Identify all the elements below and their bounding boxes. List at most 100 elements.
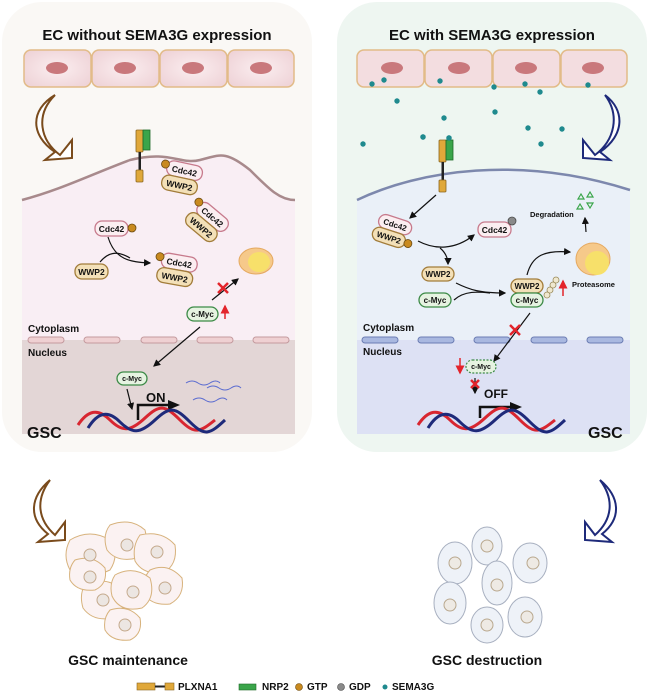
inhibit-x-icon bbox=[509, 324, 521, 336]
gsc-label: GSC bbox=[27, 425, 62, 442]
cytoplasm-label: Cytoplasm bbox=[363, 323, 414, 334]
translocation-arrow bbox=[153, 326, 201, 367]
svg-text:WWP2: WWP2 bbox=[426, 270, 451, 279]
degradation-label: Degradation bbox=[530, 210, 574, 219]
svg-text:Cdc42: Cdc42 bbox=[482, 225, 508, 235]
proteasome-icon bbox=[238, 247, 274, 275]
nucleus-label: Nucleus bbox=[363, 347, 402, 358]
right-panel: EC with SEMA3G expression bbox=[337, 2, 647, 668]
binding-arrow bbox=[126, 388, 135, 411]
gsc-label: GSC bbox=[588, 425, 623, 442]
plxna1-icon bbox=[136, 682, 156, 691]
dna-icon bbox=[416, 406, 567, 434]
inhibit-x-icon bbox=[470, 379, 480, 389]
ec-nucleus bbox=[448, 62, 470, 74]
endothelial-cells bbox=[356, 49, 628, 88]
curved-arrow-icon bbox=[582, 94, 621, 162]
outcome-label-destruction: GSC destruction bbox=[432, 652, 542, 668]
proteasome-label: Proteasome bbox=[572, 280, 615, 289]
left-panel: EC without SEMA3G expression bbox=[2, 2, 312, 668]
svg-text:c-Myc: c-Myc bbox=[516, 296, 539, 305]
gtp-hydrolysis-arrow bbox=[417, 234, 475, 248]
cdc42-wwp2-complex: Cdc42 WWP2 bbox=[160, 159, 204, 196]
cmyc-protein: c-Myc bbox=[418, 292, 452, 308]
legend-label-sema3g: SEMA3G bbox=[392, 682, 434, 693]
cell-membrane bbox=[21, 154, 296, 202]
cmyc-protein-reduced: c-Myc bbox=[465, 359, 497, 374]
cytoplasm-label: Cytoplasm bbox=[28, 324, 79, 335]
left-cytoplasm bbox=[22, 155, 295, 340]
on-label: ON bbox=[146, 390, 166, 405]
nuclear-envelope bbox=[27, 336, 290, 344]
cdc42-free: Cdc42 bbox=[477, 216, 517, 238]
curved-arrow-icon bbox=[33, 479, 66, 544]
svg-text:c-Myc: c-Myc bbox=[424, 296, 447, 305]
cdc42-wwp2-complex: Cdc42 WWP2 bbox=[371, 213, 413, 249]
receptor-icon bbox=[438, 135, 454, 193]
binding-arrow bbox=[453, 291, 491, 301]
gtp-icon bbox=[127, 223, 137, 233]
release-arrow bbox=[439, 247, 452, 266]
svg-text:WWP2: WWP2 bbox=[78, 267, 105, 277]
left-panel-title: EC without SEMA3G expression bbox=[42, 27, 271, 44]
binding-arrow bbox=[99, 252, 131, 263]
sema3g-molecules bbox=[360, 77, 591, 147]
legend-label-gdp: GDP bbox=[349, 682, 371, 693]
gtp-icon bbox=[403, 239, 413, 248]
transcription-arrowhead bbox=[168, 400, 180, 410]
degradation-arrow bbox=[581, 216, 590, 233]
mrna-icon bbox=[185, 380, 242, 403]
ec-nucleus bbox=[46, 62, 68, 74]
ec-nucleus bbox=[582, 62, 604, 74]
ubiquitin-chain-icon bbox=[543, 276, 560, 299]
wwp2-free: WWP2 bbox=[421, 266, 455, 282]
off-label: OFF bbox=[484, 387, 508, 401]
gsc-cluster-icon bbox=[65, 521, 183, 641]
gsc-scattered-icon bbox=[433, 526, 548, 644]
svg-text:PLXNA1: PLXNA1 bbox=[178, 682, 218, 693]
svg-text:Cdc42: Cdc42 bbox=[99, 224, 125, 234]
curved-arrow-icon bbox=[35, 94, 73, 162]
inhibit-x-icon bbox=[217, 282, 229, 294]
legend-label-gtp: GTP bbox=[307, 682, 328, 693]
gtp-icon bbox=[194, 197, 204, 207]
legend-item-nrp2: NRP2 bbox=[238, 682, 289, 693]
cmyc-protein: c-Myc bbox=[116, 371, 148, 386]
ec-nucleus bbox=[250, 62, 272, 74]
legend-item-plxna1: PLXNA1 bbox=[136, 682, 218, 693]
cdc42-free: Cdc42 bbox=[94, 220, 137, 237]
gtp-icon bbox=[295, 683, 303, 691]
svg-text:NRP2: NRP2 bbox=[262, 682, 289, 693]
svg-text:c-Myc: c-Myc bbox=[471, 364, 491, 371]
right-panel-title: EC with SEMA3G expression bbox=[389, 27, 595, 44]
nucleus-label: Nucleus bbox=[28, 348, 67, 359]
cell-membrane bbox=[356, 168, 631, 202]
wwp2-free: WWP2 bbox=[74, 263, 109, 280]
cdc42-wwp2-complex: Cdc42 WWP2 bbox=[185, 197, 229, 243]
endothelial-cells bbox=[23, 49, 295, 88]
translocation-arrow bbox=[493, 312, 531, 362]
cmyc-protein: c-Myc bbox=[186, 306, 219, 322]
nrp2-icon bbox=[238, 683, 257, 691]
cdc42-wwp2-complex: Cdc42 WWP2 bbox=[155, 252, 198, 288]
svg-text:WWP2: WWP2 bbox=[161, 270, 189, 284]
svg-text:c-Myc: c-Myc bbox=[191, 310, 214, 319]
curved-arrow-icon bbox=[584, 479, 617, 544]
wwp2-cmyc-complex: WWP2 c-Myc bbox=[510, 276, 560, 308]
ec-nucleus bbox=[515, 62, 537, 74]
proteasome-arrow bbox=[526, 247, 572, 276]
receptor-icon bbox=[135, 129, 151, 183]
gtp-icon bbox=[155, 252, 165, 262]
ec-nucleus bbox=[182, 62, 204, 74]
ec-nucleus bbox=[114, 62, 136, 74]
gtp-icon bbox=[161, 159, 170, 169]
legend: PLXNA1 NRP2 GTP GDP SEMA3G bbox=[136, 682, 434, 693]
binding-arrow bbox=[107, 236, 152, 267]
binding-arrow bbox=[455, 282, 507, 297]
peptide-fragments-icon bbox=[575, 190, 595, 210]
dna-icon bbox=[76, 406, 227, 434]
gdp-icon bbox=[337, 683, 345, 691]
proteasome-icon bbox=[575, 242, 611, 276]
transcription-arrow bbox=[136, 403, 170, 420]
